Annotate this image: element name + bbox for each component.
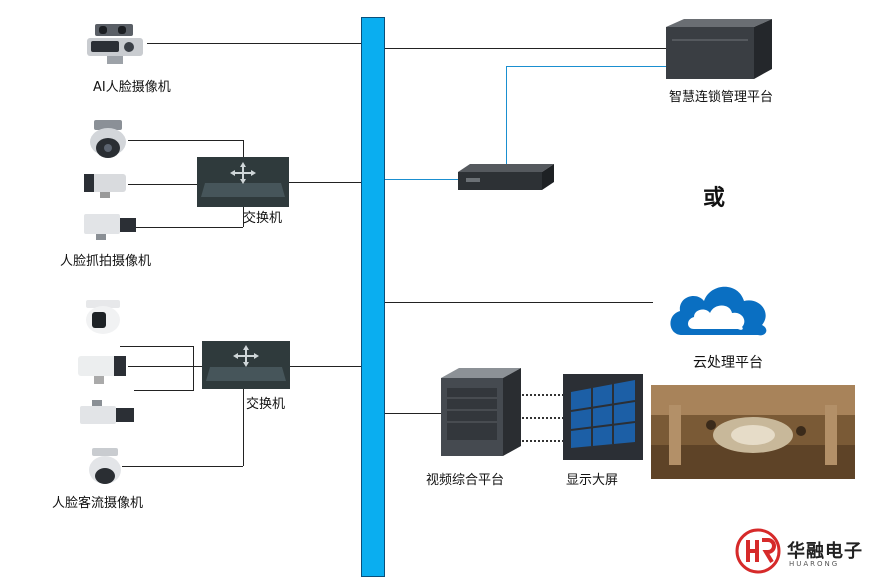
link-dome-bottom-v — [193, 346, 194, 390]
link-nvr-platform — [506, 66, 668, 67]
cloud-icon — [670, 286, 767, 336]
face-traffic-cameras-label: 人脸客流摄像机 — [52, 496, 144, 511]
brand-name: 华融电子 — [787, 541, 863, 562]
ai-face-camera-icon — [87, 24, 143, 64]
display-wall-label: 显示大屏 — [566, 473, 619, 488]
box-camera-icon-2 — [80, 400, 134, 424]
face-capture-cameras-label: 人脸抓拍摄像机 — [60, 254, 152, 269]
switch-icon-bottom — [202, 341, 290, 389]
video-platform-icon — [441, 368, 521, 456]
link-ptz-bottom — [122, 466, 243, 467]
box-camera-icon — [84, 214, 136, 240]
link-nvr — [385, 179, 459, 180]
switch-top-label: 交换机 — [243, 211, 283, 226]
video-link-1 — [519, 394, 564, 396]
cloud-platform-label: 云处理平台 — [693, 355, 763, 371]
or-text: 或 — [703, 186, 726, 211]
network-backbone — [361, 17, 385, 577]
huarong-logo-icon — [735, 528, 781, 574]
link-box-top — [136, 227, 243, 228]
link-dome-bottom — [120, 346, 193, 347]
link-ptz-bottom-v — [243, 387, 244, 466]
bullet-camera-icon-2 — [78, 356, 126, 384]
link-bullet-top — [128, 184, 198, 185]
link-nvr-up — [506, 66, 507, 166]
link-ai-camera — [147, 43, 361, 44]
switch-icon-top — [197, 157, 289, 207]
management-server-icon — [666, 19, 772, 79]
video-platform-label: 视频综合平台 — [426, 473, 505, 488]
ai-face-camera-label: AI人脸摄像机 — [93, 80, 171, 95]
link-dome-top-v — [243, 140, 244, 158]
dome-camera-icon — [90, 120, 126, 158]
video-link-2 — [519, 417, 564, 419]
link-video-platform — [385, 413, 443, 414]
video-link-3 — [519, 440, 564, 442]
video-wall-icon — [563, 374, 643, 460]
dome-camera-icon-2 — [86, 300, 120, 334]
surveillance-photo — [651, 385, 855, 479]
switch-bottom-label: 交换机 — [246, 397, 286, 412]
link-switch-top — [288, 182, 361, 183]
link-switch-bottom — [290, 366, 361, 367]
nvr-icon — [458, 164, 554, 190]
link-cloud — [385, 302, 653, 303]
link-box-bottom — [134, 390, 194, 391]
link-box-top-v — [243, 205, 244, 227]
brand-sub: HUARONG — [789, 560, 840, 568]
link-dome-top — [128, 140, 243, 141]
link-bullet-bottom — [128, 366, 203, 367]
link-chain-platform — [385, 48, 668, 49]
bullet-camera-icon — [84, 174, 126, 198]
chain-platform-label: 智慧连锁管理平台 — [669, 90, 774, 105]
ptz-camera-icon — [89, 448, 121, 484]
